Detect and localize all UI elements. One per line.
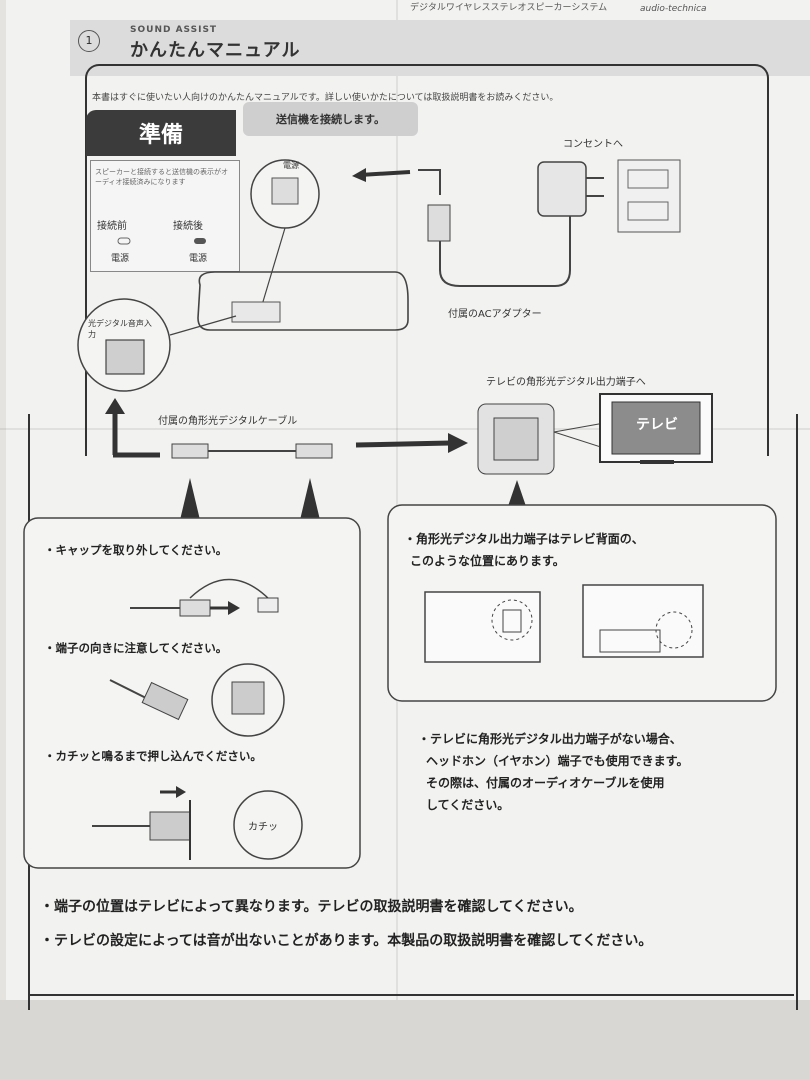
note-line3: その際は、付属のオーディオケーブルを使用 bbox=[426, 776, 665, 790]
status-after-label: 接続後 bbox=[173, 221, 203, 232]
arrow-up-icon bbox=[105, 398, 125, 414]
optical-port-icon bbox=[105, 339, 145, 375]
power-jack-label: 電源 bbox=[283, 161, 299, 170]
step-remove-cap: ・キャップを取り外してください。 bbox=[44, 543, 228, 557]
status-indicator-box: スピーカーと接続すると送信機の表示がオーディオ接続済みになります 接続前 接続後… bbox=[90, 160, 240, 272]
prep-subheading: 送信機を接続します。 bbox=[243, 102, 418, 136]
intro-text: 本書はすぐに使いたい人向けのかんたんマニュアルです。詳しい使いかたについては取扱… bbox=[92, 93, 559, 103]
wall-outlet-icon bbox=[617, 159, 681, 233]
note-line4: してください。 bbox=[426, 798, 510, 812]
power-jack-icon bbox=[271, 177, 299, 205]
arrow-right-icon bbox=[448, 433, 468, 453]
status-before-label: 接続前 bbox=[97, 221, 127, 232]
maker-logo: audio-technica bbox=[640, 4, 707, 14]
footer-note-1: ・端子の位置はテレビによって異なります。テレビの取扱説明書を確認してください。 bbox=[40, 899, 583, 915]
tv-back-right-icon bbox=[582, 584, 704, 658]
ferrite-core-icon bbox=[427, 204, 451, 242]
led-off-icon bbox=[117, 237, 131, 245]
ac-adapter-icon bbox=[537, 161, 587, 217]
note-line2: ヘッドホン（イヤホン）端子でも使用できます。 bbox=[426, 754, 689, 768]
header-band bbox=[70, 20, 810, 76]
steps-panel bbox=[23, 517, 361, 869]
product-name: デジタルワイヤレスステレオスピーカーシステム bbox=[410, 3, 608, 13]
cable-plug-right bbox=[295, 443, 333, 459]
click-callout bbox=[233, 790, 303, 860]
led-on-icon bbox=[194, 238, 206, 244]
cable-plug-left bbox=[171, 443, 209, 459]
page-title: かんたんマニュアル bbox=[130, 40, 301, 61]
ac-adapter-label: 付属のACアダプター bbox=[448, 309, 542, 320]
brand-name: SOUND ASSIST bbox=[130, 25, 218, 35]
power-label-before: 電源 bbox=[111, 254, 130, 264]
page-number-badge: 1 bbox=[78, 30, 100, 52]
arrow-left-icon bbox=[359, 170, 411, 177]
prep-frame-top bbox=[85, 64, 769, 456]
adapter-cable bbox=[439, 215, 571, 287]
transmitter-ports bbox=[231, 301, 281, 323]
toslink-input-label: 光デジタル音声入力 bbox=[88, 319, 152, 339]
power-label-after: 電源 bbox=[189, 254, 208, 264]
tv-screen-label: テレビ bbox=[636, 417, 678, 433]
footer-note-2: ・テレビの設定によっては音が出ないことがあります。本製品の取扱説明書を確認してく… bbox=[40, 933, 653, 949]
transmitter-device bbox=[197, 271, 409, 331]
step-check-orientation: ・端子の向きに注意してください。 bbox=[44, 641, 228, 655]
tv-panel-line2: このような位置にあります。 bbox=[410, 554, 565, 568]
tv-port-label: テレビの角形光デジタル出力端子へ bbox=[486, 377, 646, 388]
note-line1: ・テレビに角形光デジタル出力端子がない場合、 bbox=[418, 732, 682, 746]
optical-cable-label: 付属の角形光デジタルケーブル bbox=[158, 416, 298, 427]
paper-fold bbox=[396, 0, 398, 1000]
table-surface bbox=[0, 1000, 810, 1080]
paper-fold bbox=[0, 428, 810, 430]
frame-bottom-line bbox=[28, 994, 794, 996]
step-push-in: ・カチッと鳴るまで押し込んでください。 bbox=[44, 749, 262, 763]
cap-icon bbox=[257, 597, 279, 613]
click-sound-label: カチッ bbox=[248, 822, 278, 833]
prep-heading: 準備 bbox=[86, 110, 236, 156]
status-note: スピーカーと接続すると送信機の表示がオーディオ接続済みになります bbox=[95, 168, 228, 186]
outlet-label: コンセントへ bbox=[563, 139, 623, 150]
tv-back-left-icon bbox=[424, 591, 541, 663]
tv-panel-line1: ・角形光デジタル出力端子はテレビ背面の、 bbox=[404, 532, 644, 546]
